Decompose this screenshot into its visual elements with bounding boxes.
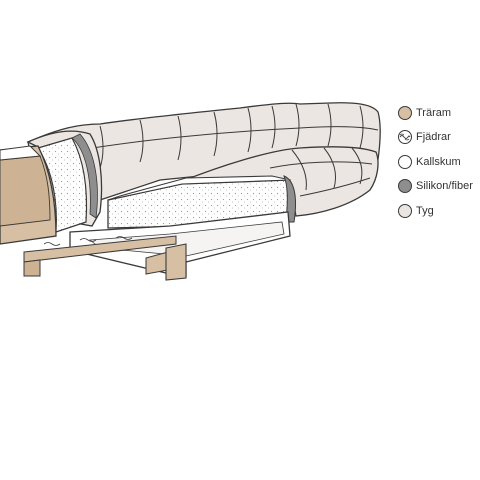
wood-leg	[165, 243, 187, 281]
silicone-fiber-swatch-icon	[398, 179, 412, 193]
wood-frame-left-edge	[0, 145, 42, 161]
wood-slat-2	[23, 259, 41, 277]
legend-item-cold-foam: Kallskum	[398, 153, 480, 170]
legend-item-wood-frame: Träram	[398, 104, 480, 121]
legend-label: Fjädrar	[416, 131, 451, 143]
legend-label: Träram	[416, 106, 452, 119]
legend-item-silicone-fiber: Silikon/fiber	[398, 178, 480, 195]
silicone-fiber-layer-left	[71, 133, 98, 219]
cold-foam-swatch-icon	[398, 154, 412, 169]
wood-slat-1	[23, 235, 177, 263]
legend-label: Silikon/fiber	[416, 180, 473, 192]
back-tufting-lines	[79, 103, 379, 169]
legend-label: Tyg	[416, 204, 434, 217]
materials-legend: Träram Fjädrar Kallskum Silikon/fiber Ty…	[398, 104, 480, 227]
wood-frame-left-panel	[0, 155, 51, 227]
fabric-swatch-icon	[398, 203, 412, 218]
springs	[43, 236, 133, 246]
spring-swatch-icon	[398, 130, 412, 144]
legend-label: Kallskum	[416, 155, 461, 168]
legend-item-springs: Fjädrar	[398, 129, 480, 146]
legend-item-fabric: Tyg	[398, 202, 480, 219]
cold-foam-left-block	[37, 137, 88, 233]
fabric-wrap-right	[283, 175, 297, 223]
wood-frame-swatch-icon	[398, 105, 412, 120]
cold-foam-seat-top	[107, 175, 291, 201]
seat-tufting-lines	[269, 147, 373, 197]
